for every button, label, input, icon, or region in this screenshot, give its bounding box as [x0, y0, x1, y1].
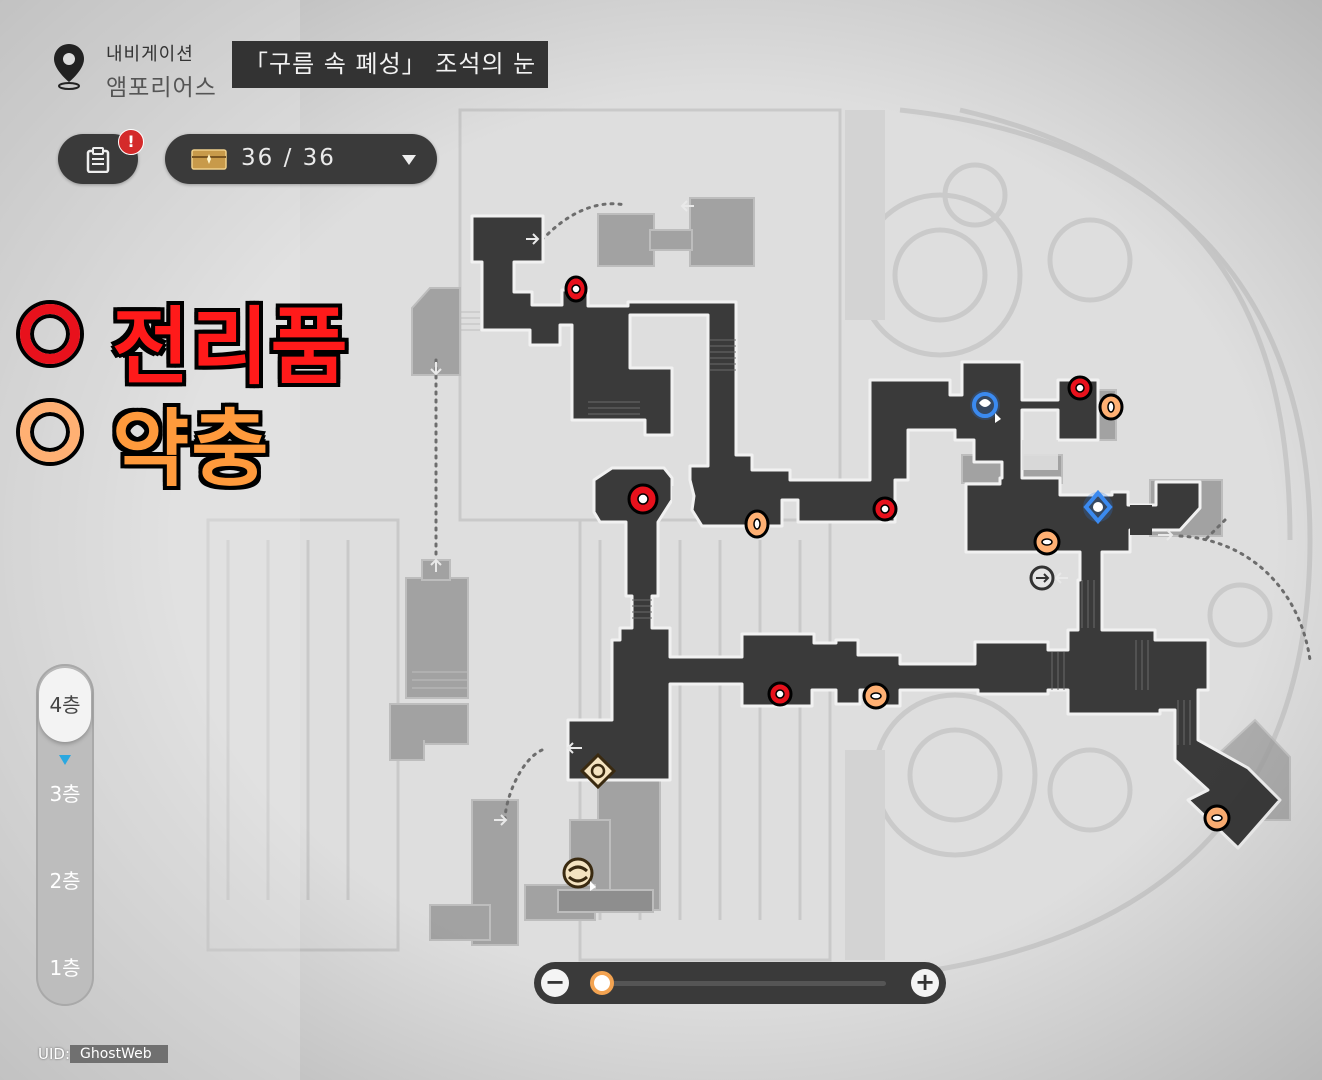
chest-counter-dropdown[interactable]: 36 / 36: [165, 134, 437, 184]
uid-label: UID:: [38, 1045, 71, 1063]
nav-label: 내비게이션: [106, 44, 194, 65]
clipboard-icon: [86, 147, 110, 173]
zoom-slider-handle[interactable]: [590, 971, 614, 995]
legend-loot-label: 전리품: [112, 298, 350, 396]
chevron-down-icon[interactable]: [401, 154, 417, 166]
floor-2-button[interactable]: 2층: [49, 869, 81, 893]
treasure-chest-icon: [191, 149, 227, 170]
alert-badge: !: [118, 129, 144, 155]
area-title: 「구름 속 폐성」 조석의 눈: [232, 41, 549, 88]
zoom-bar: − +: [534, 962, 946, 1004]
zoom-track[interactable]: [592, 981, 886, 986]
location-pin-icon: [54, 44, 84, 90]
chest-count: 36 / 36: [241, 145, 336, 171]
floor-selector: 4층 3층 2층 1층: [36, 664, 94, 1006]
floor-1-button[interactable]: 1층: [49, 956, 81, 980]
current-floor-arrow-icon: [59, 755, 71, 765]
floor-3-button[interactable]: 3층: [49, 782, 81, 806]
region-name[interactable]: 앰포리어스: [106, 75, 217, 101]
zoom-out-button[interactable]: −: [541, 969, 569, 997]
floor-4-button[interactable]: 4층: [39, 668, 91, 742]
legend-bug-circle-icon: [20, 402, 80, 462]
legend-bug-label: 약충: [112, 400, 271, 498]
zoom-in-button[interactable]: +: [911, 969, 939, 997]
legend-loot-circle-icon: [20, 304, 80, 364]
uid-value: GhostWeb: [70, 1045, 168, 1063]
